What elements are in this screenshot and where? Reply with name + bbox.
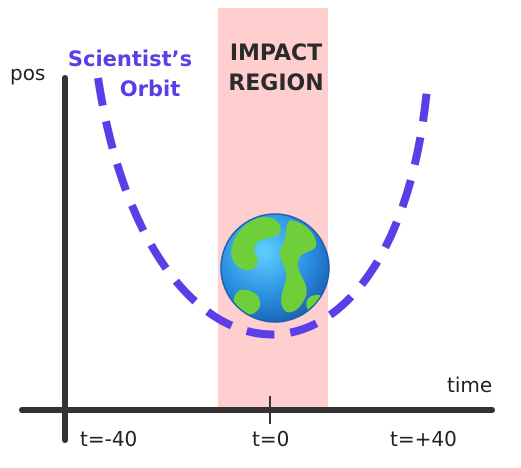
impact-region-label-line1: IMPACT	[230, 41, 322, 66]
scientist-orbit-curve	[94, 77, 432, 339]
x-tick-label: t=+40	[390, 427, 457, 451]
impact-region-label-line2: REGION	[228, 71, 323, 96]
orbit-label-line1: Scientist’s	[68, 47, 192, 71]
x-axis-label: time	[447, 373, 492, 397]
earth-globe-icon	[220, 213, 330, 323]
y-axis-label: pos	[10, 61, 45, 85]
orbit-label-line2: Orbit	[120, 77, 180, 101]
impact-region-band	[218, 8, 328, 408]
x-tick-label: t=0	[252, 427, 289, 451]
x-tick-label: t=-40	[80, 427, 137, 451]
